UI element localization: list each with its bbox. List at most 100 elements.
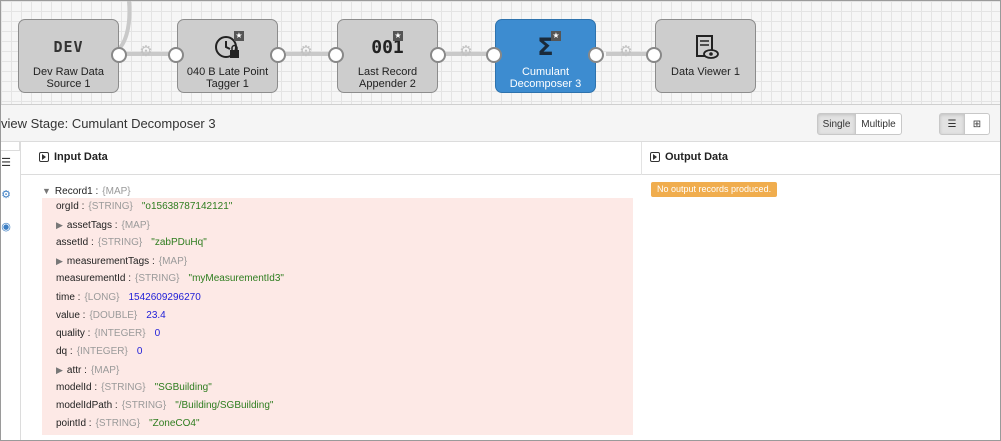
caret-down-icon[interactable]: ▼ <box>42 186 51 196</box>
field-type: {DOUBLE} <box>89 309 138 321</box>
link-line <box>606 52 656 56</box>
output-port[interactable] <box>270 47 286 63</box>
input-port[interactable] <box>646 47 662 63</box>
field-value: "ZoneCO4" <box>149 418 200 430</box>
field-type: {STRING} <box>95 418 141 430</box>
link-line <box>446 52 496 56</box>
preview-eye-icon[interactable]: ◉ <box>1 221 11 233</box>
record-fields-panel: orgId :{STRING}"o15638787142121"▶assetTa… <box>42 198 633 435</box>
settings-gear-icon[interactable]: ⚙ <box>1 189 11 201</box>
record-field-row: modelId :{STRING} "SGBuilding" <box>56 381 212 395</box>
field-name: modelId : <box>56 382 98 393</box>
clock-lock-icon <box>213 32 243 62</box>
document-eye-icon <box>692 32 720 62</box>
field-name: measurementTags : <box>66 256 155 268</box>
field-name: orgId : <box>56 201 85 212</box>
field-type: {MAP} <box>121 220 150 232</box>
field-name: assetTags : <box>66 220 118 232</box>
field-value: "zabPDuHq" <box>151 237 207 249</box>
stage-dev-raw-data-source[interactable]: DEV Dev Raw Data Source 1 <box>18 19 119 93</box>
record-field-row[interactable]: ▶assetTags :{MAP} <box>56 218 150 233</box>
field-type: {INTEGER} <box>76 345 128 357</box>
star-badge-icon: ★ <box>551 31 561 41</box>
expand-toggle-icon[interactable] <box>39 152 49 162</box>
preview-header: view Stage: Cumulant Decomposer 3 Single… <box>1 105 1000 142</box>
field-name: modelIdPath : <box>56 400 118 412</box>
caret-right-icon[interactable]: ▶ <box>56 256 63 267</box>
field-name: attr : <box>66 364 87 376</box>
divider <box>21 174 1000 175</box>
stage-label: Cumulant Decomposer 3 <box>509 66 582 90</box>
field-value: "myMeasurementId3" <box>188 273 284 285</box>
caret-right-icon[interactable]: ▶ <box>56 220 63 231</box>
multiple-mode-button[interactable]: Multiple <box>855 113 902 135</box>
field-name: value : <box>56 309 86 321</box>
field-value: "/Building/SGBuilding" <box>175 400 274 412</box>
caret-right-icon[interactable]: ▶ <box>56 364 63 375</box>
field-name: time : <box>56 291 81 303</box>
field-type: {STRING} <box>121 400 167 412</box>
link-gear-icon[interactable]: ⚙ <box>619 43 633 60</box>
no-output-badge: No output records produced. <box>651 182 778 197</box>
link-gear-icon[interactable]: ⚙ <box>299 43 313 60</box>
expand-toggle-icon[interactable] <box>650 152 660 162</box>
stage-last-record-appender[interactable]: 001 Last Record Appender 2 <box>337 19 438 93</box>
input-port[interactable] <box>168 47 184 63</box>
input-port[interactable] <box>328 47 344 63</box>
field-type: {STRING} <box>135 273 180 285</box>
list-view-icon[interactable]: ☰ <box>939 113 965 135</box>
link-gear-icon[interactable]: ⚙ <box>139 43 153 60</box>
record-node[interactable]: ▼Record1 :{MAP} <box>42 184 131 199</box>
input-data-title: Input Data <box>54 151 108 163</box>
output-data-title: Output Data <box>665 151 728 163</box>
record-field-row[interactable]: ▶measurementTags :{MAP} <box>56 254 187 269</box>
output-port[interactable] <box>111 47 127 63</box>
field-name: dq : <box>56 345 73 357</box>
record-name: Record1 : <box>54 186 99 197</box>
input-data-header[interactable]: Input Data <box>39 151 108 163</box>
stage-late-point-tagger[interactable]: 040 B Late Point Tagger 1 <box>177 19 278 93</box>
record-field-row: modelIdPath :{STRING} "/Building/SGBuildi… <box>56 399 273 413</box>
input-port[interactable] <box>486 47 502 63</box>
output-port[interactable] <box>588 47 604 63</box>
record-field-row: value :{DOUBLE}23.4 <box>56 309 166 323</box>
toolbar-input-stub <box>1 142 20 151</box>
field-type: {INTEGER} <box>94 327 146 339</box>
stage-cumulant-decomposer[interactable]: Σ Cumulant Decomposer 3 <box>495 19 596 93</box>
stage-label: 040 B Late Point Tagger 1 <box>186 66 269 90</box>
field-value: 0 <box>154 327 161 339</box>
left-toolbar: ☰ ⚙ ◉ <box>1 142 21 440</box>
menu-icon[interactable]: ☰ <box>1 157 11 169</box>
output-data-header[interactable]: Output Data <box>650 151 728 163</box>
field-type: {STRING} <box>101 382 146 393</box>
stage-label: Last Record Appender 2 <box>357 66 418 90</box>
field-name: assetId : <box>56 237 94 249</box>
field-name: measurementId : <box>56 273 132 285</box>
table-view-icon[interactable]: ⊞ <box>964 113 990 135</box>
stage-data-viewer[interactable]: Data Viewer 1 <box>655 19 756 93</box>
pipeline-canvas[interactable]: ⚙ ⚙ ⚙ ⚙ DEV Dev Raw Data Source 1 040 B … <box>1 1 1000 105</box>
column-divider <box>641 142 642 175</box>
record-field-row: assetId :{STRING}"zabPDuHq" <box>56 236 207 250</box>
record-field-row: pointId :{STRING} "ZoneCO4" <box>56 417 200 431</box>
record-field-row[interactable]: ▶attr :{MAP} <box>56 363 119 378</box>
record-field-row: time :{LONG}1542609296270 <box>56 291 201 305</box>
dev-text-icon: DEV <box>53 38 84 56</box>
link-line <box>126 52 176 56</box>
field-type: {MAP} <box>90 364 120 376</box>
record-field-row: measurementId :{STRING} "myMeasurementId3… <box>56 272 284 286</box>
counter-001-icon: 001 <box>371 36 404 58</box>
sigma-icon: Σ <box>537 33 554 61</box>
output-port[interactable] <box>430 47 446 63</box>
record-type: {MAP} <box>102 186 131 197</box>
field-value: "SGBuilding" <box>154 382 212 393</box>
link-gear-icon[interactable]: ⚙ <box>459 43 473 60</box>
single-mode-button[interactable]: Single <box>817 113 856 135</box>
preview-title: view Stage: Cumulant Decomposer 3 <box>1 116 216 131</box>
field-type: {MAP} <box>158 256 188 268</box>
field-value: "o15638787142121" <box>141 201 233 212</box>
field-name: pointId : <box>56 418 92 430</box>
field-value: 1542609296270 <box>128 291 201 303</box>
field-name: quality : <box>56 327 91 339</box>
record-field-row: quality :{INTEGER} 0 <box>56 327 160 341</box>
